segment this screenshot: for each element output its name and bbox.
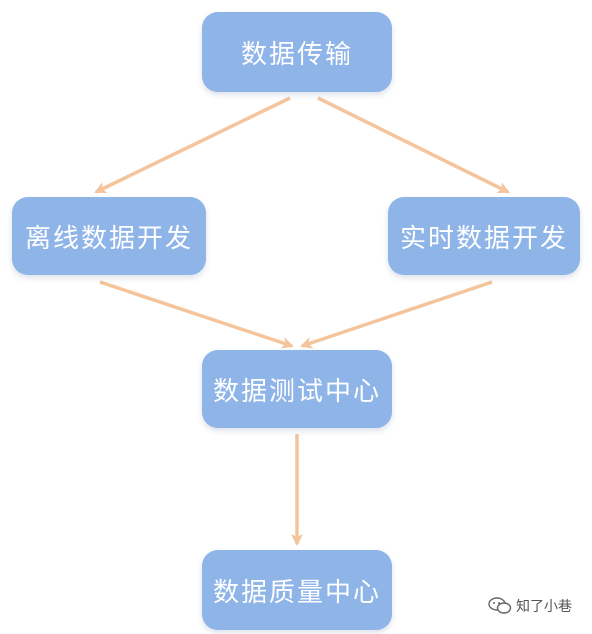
node-realtime-data-dev-label: 实时数据开发 [399,223,568,254]
node-data-testing-center-label: 数据测试中心 [212,376,381,407]
node-offline-data-dev: 离线数据开发 [12,197,206,275]
node-realtime-data-dev: 实时数据开发 [388,197,580,275]
node-data-testing-center: 数据测试中心 [202,350,392,428]
node-data-transfer: 数据传输 [202,12,392,92]
node-offline-data-dev-label: 离线数据开发 [24,223,193,254]
watermark: 知了小巷 [488,596,572,616]
node-data-quality-center-label: 数据质量中心 [212,577,381,608]
arrow-transfer-to-realtime [317,96,510,194]
arrow-transfer-to-offline [94,96,291,194]
wechat-icon [488,597,512,614]
node-data-quality-center: 数据质量中心 [202,550,392,630]
arrow-offline-to-testing [99,280,294,349]
node-data-transfer-label: 数据传输 [240,39,353,70]
arrow-realtime-to-testing [300,280,493,349]
watermark-text: 知了小巷 [516,599,572,615]
